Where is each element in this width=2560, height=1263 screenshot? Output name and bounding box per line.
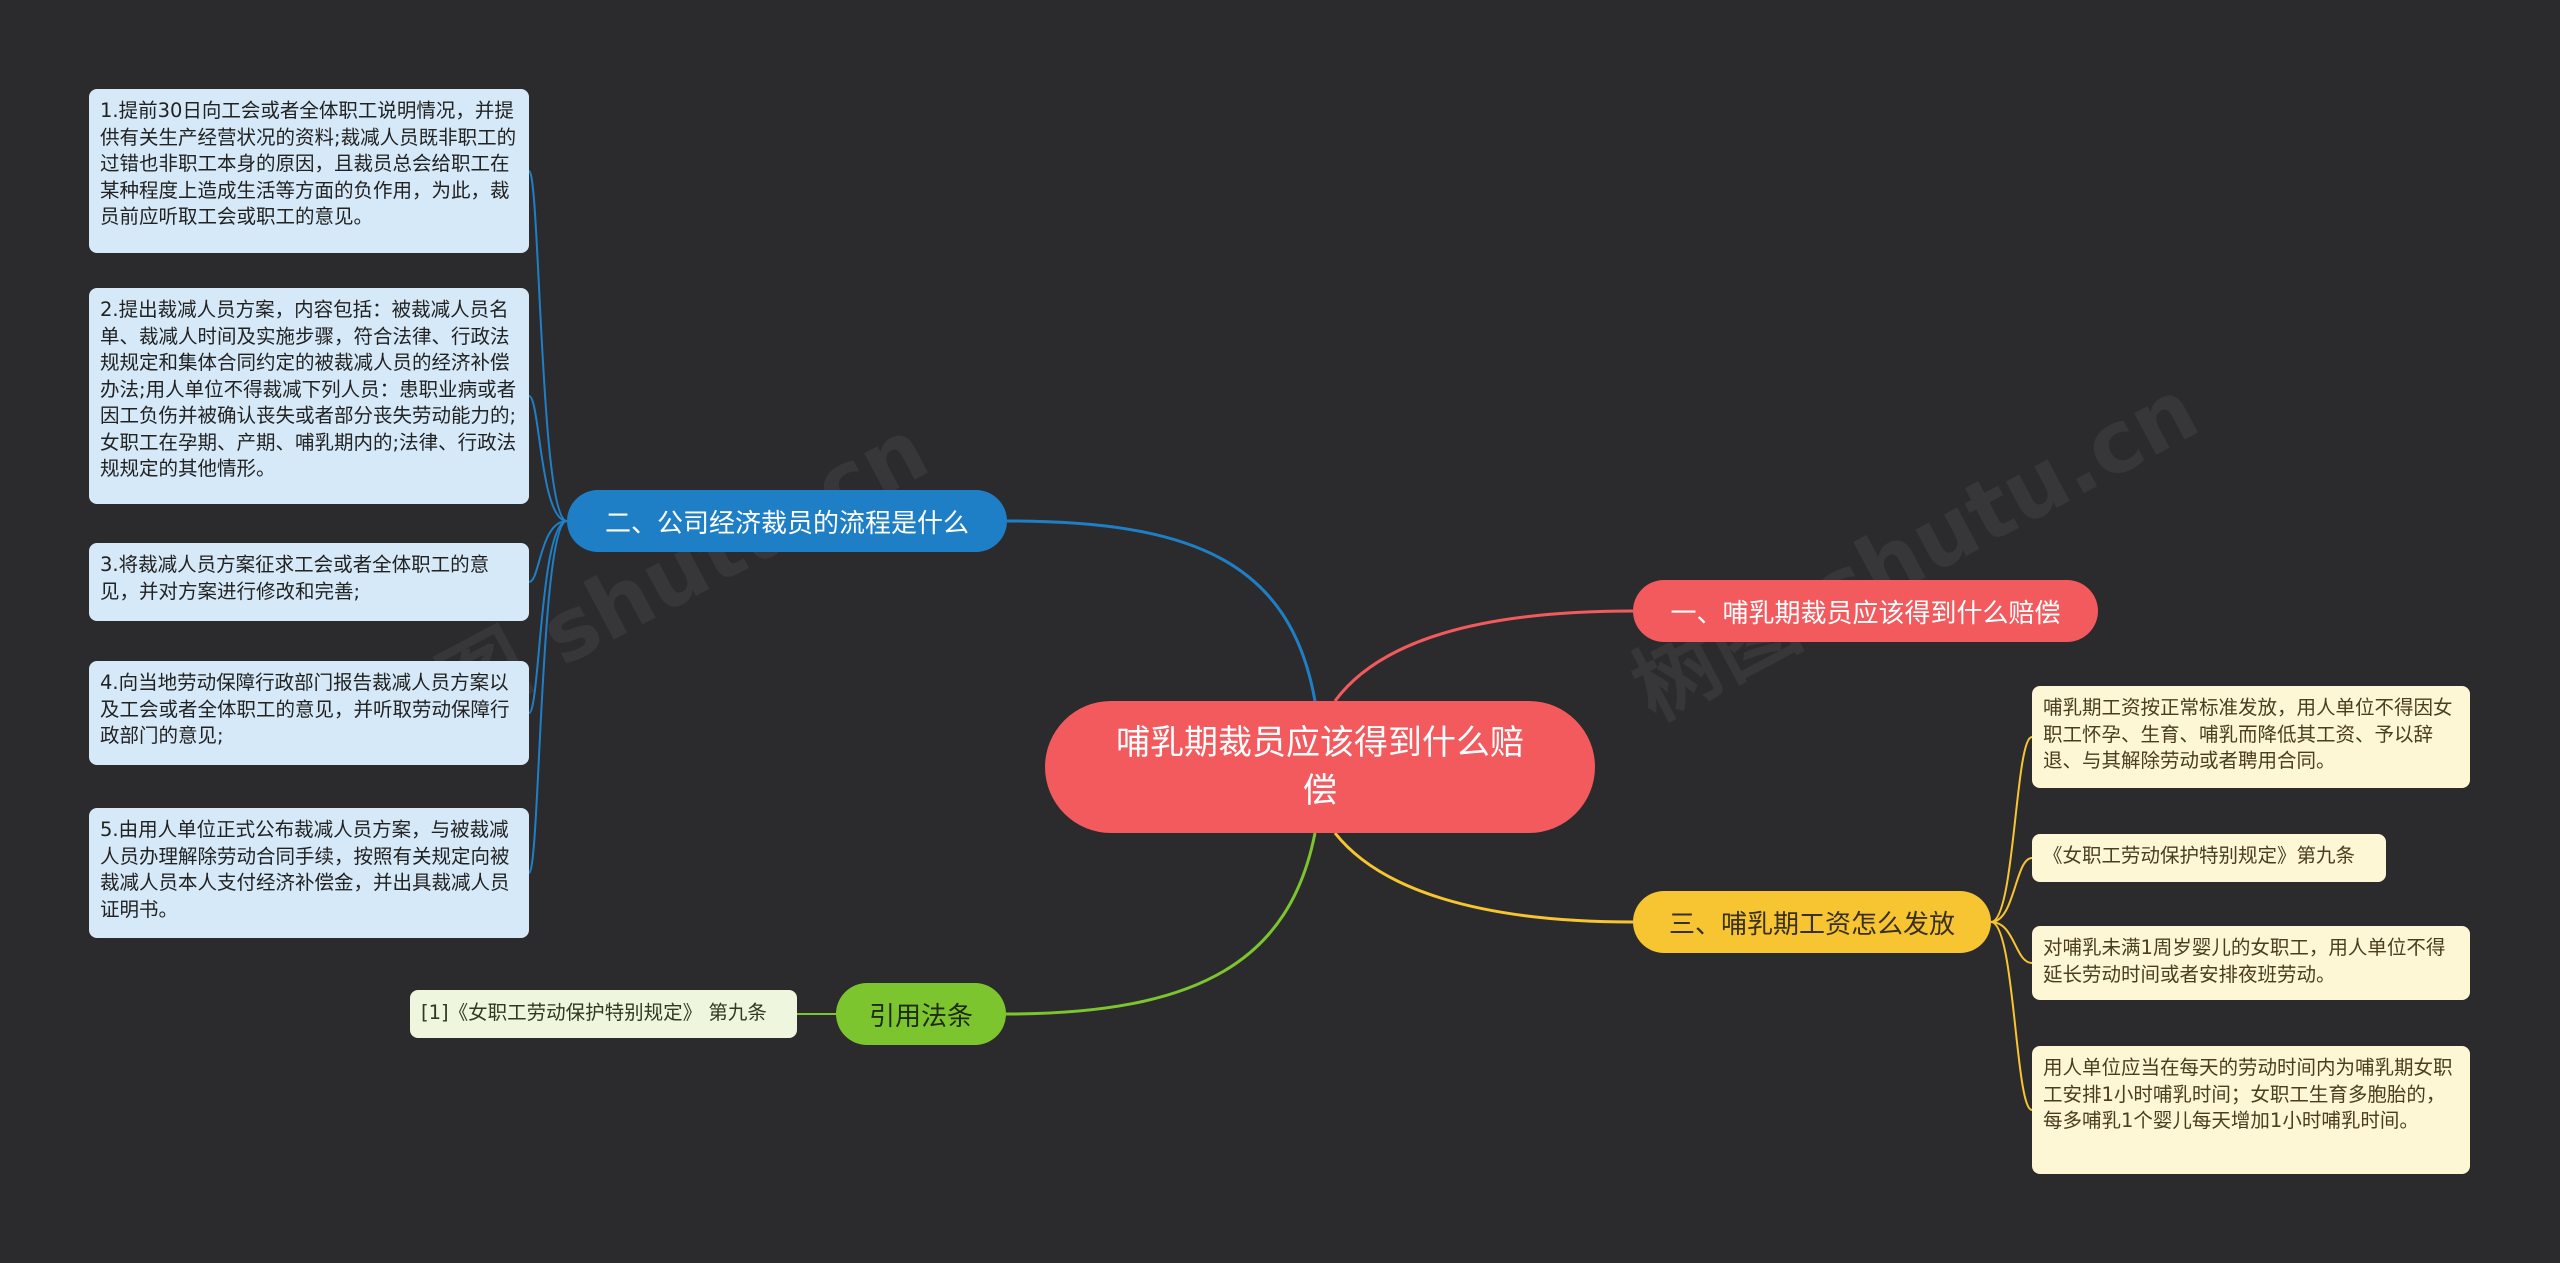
- branch-compensation[interactable]: 一、哺乳期裁员应该得到什么赔偿: [1633, 580, 2098, 642]
- connector-root-green: [1005, 832, 1317, 1016]
- connector-root-red: [1333, 609, 1634, 702]
- leaf-process-step-3[interactable]: 3.将裁减人员方案征求工会或者全体职工的意见，并对方案进行修改和完善;: [89, 543, 529, 621]
- leaf-process-step-2[interactable]: 2.提出裁减人员方案，内容包括：被裁减人员名单、裁减人时间及实施步骤，符合法律、…: [89, 288, 529, 504]
- connector-blue-leaf-2: [528, 395, 568, 522]
- leaf-wage-4[interactable]: 用人单位应当在每天的劳动时间内为哺乳期女职工安排1小时哺乳时间；女职工生育多胞胎…: [2032, 1046, 2470, 1174]
- leaf-wage-3[interactable]: 对哺乳未满1周岁婴儿的女职工，用人单位不得延长劳动时间或者安排夜班劳动。: [2032, 926, 2470, 1000]
- connector-blue-leaf-5: [528, 520, 568, 874]
- leaf-cited-law-1[interactable]: [1]《女职工劳动保护特别规定》 第九条: [410, 990, 797, 1038]
- branch-cited-laws[interactable]: 引用法条: [836, 983, 1006, 1045]
- connector-yellow-leaf-3: [1990, 921, 2033, 964]
- root-topic[interactable]: 哺乳期裁员应该得到什么赔偿: [1045, 701, 1595, 833]
- connector-blue-leaf-1: [528, 170, 568, 522]
- leaf-process-step-4[interactable]: 4.向当地劳动保障行政部门报告裁减人员方案以及工会或者全体职工的意见，并听取劳动…: [89, 661, 529, 765]
- connector-blue-leaf-4: [528, 520, 568, 714]
- connector-yellow-leaf-4: [1990, 921, 2033, 1111]
- connector-root-blue: [1006, 519, 1317, 702]
- connector-root-yellow: [1333, 832, 1634, 924]
- leaf-process-step-1[interactable]: 1.提前30日向工会或者全体职工说明情况，并提供有关生产经营状况的资料;裁减人员…: [89, 89, 529, 253]
- branch-wage-payment[interactable]: 三、哺乳期工资怎么发放: [1633, 891, 1991, 953]
- leaf-wage-1[interactable]: 哺乳期工资按正常标准发放，用人单位不得因女职工怀孕、生育、哺乳而降低其工资、予以…: [2032, 686, 2470, 788]
- leaf-wage-2[interactable]: 《女职工劳动保护特别规定》第九条: [2032, 834, 2386, 882]
- branch-layoff-process[interactable]: 二、公司经济裁员的流程是什么: [567, 490, 1007, 552]
- leaf-process-step-5[interactable]: 5.由用人单位正式公布裁减人员方案，与被裁减人员办理解除劳动合同手续，按照有关规…: [89, 808, 529, 938]
- connector-yellow-leaf-1: [1990, 736, 2033, 923]
- connector-yellow-leaf-2: [1990, 857, 2033, 923]
- connector-blue-leaf-3: [528, 520, 568, 583]
